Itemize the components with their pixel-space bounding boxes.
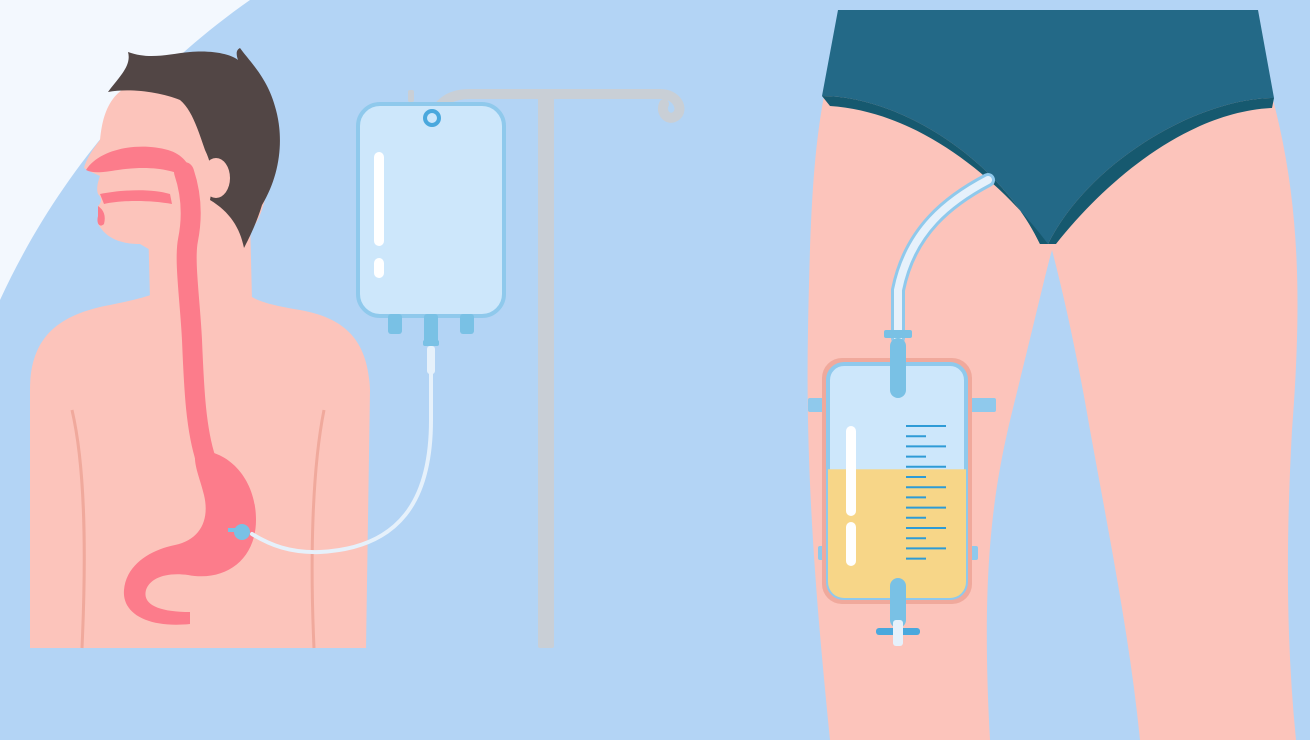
bag-port-center: [424, 314, 438, 344]
pole-shaft: [538, 92, 554, 648]
bag-port-right: [460, 314, 474, 334]
bag-connector: [423, 340, 439, 346]
bag-highlight-short: [374, 258, 384, 278]
drain-valve-stem: [893, 620, 903, 646]
bag-drip-nozzle: [427, 346, 435, 374]
pole-top-cap: [408, 90, 414, 102]
urine-bag-inlet: [890, 338, 906, 398]
bag-highlight-long: [374, 152, 384, 246]
catheter-connector: [884, 330, 912, 338]
gastrostomy-port-icon: [234, 524, 250, 540]
urine-drainage-bag-icon: [822, 338, 972, 646]
ear-icon: [202, 158, 230, 198]
bag-port-left: [388, 314, 402, 334]
urine-bag-highlight-short: [846, 522, 856, 566]
urine-bag-highlight-long: [846, 426, 856, 516]
